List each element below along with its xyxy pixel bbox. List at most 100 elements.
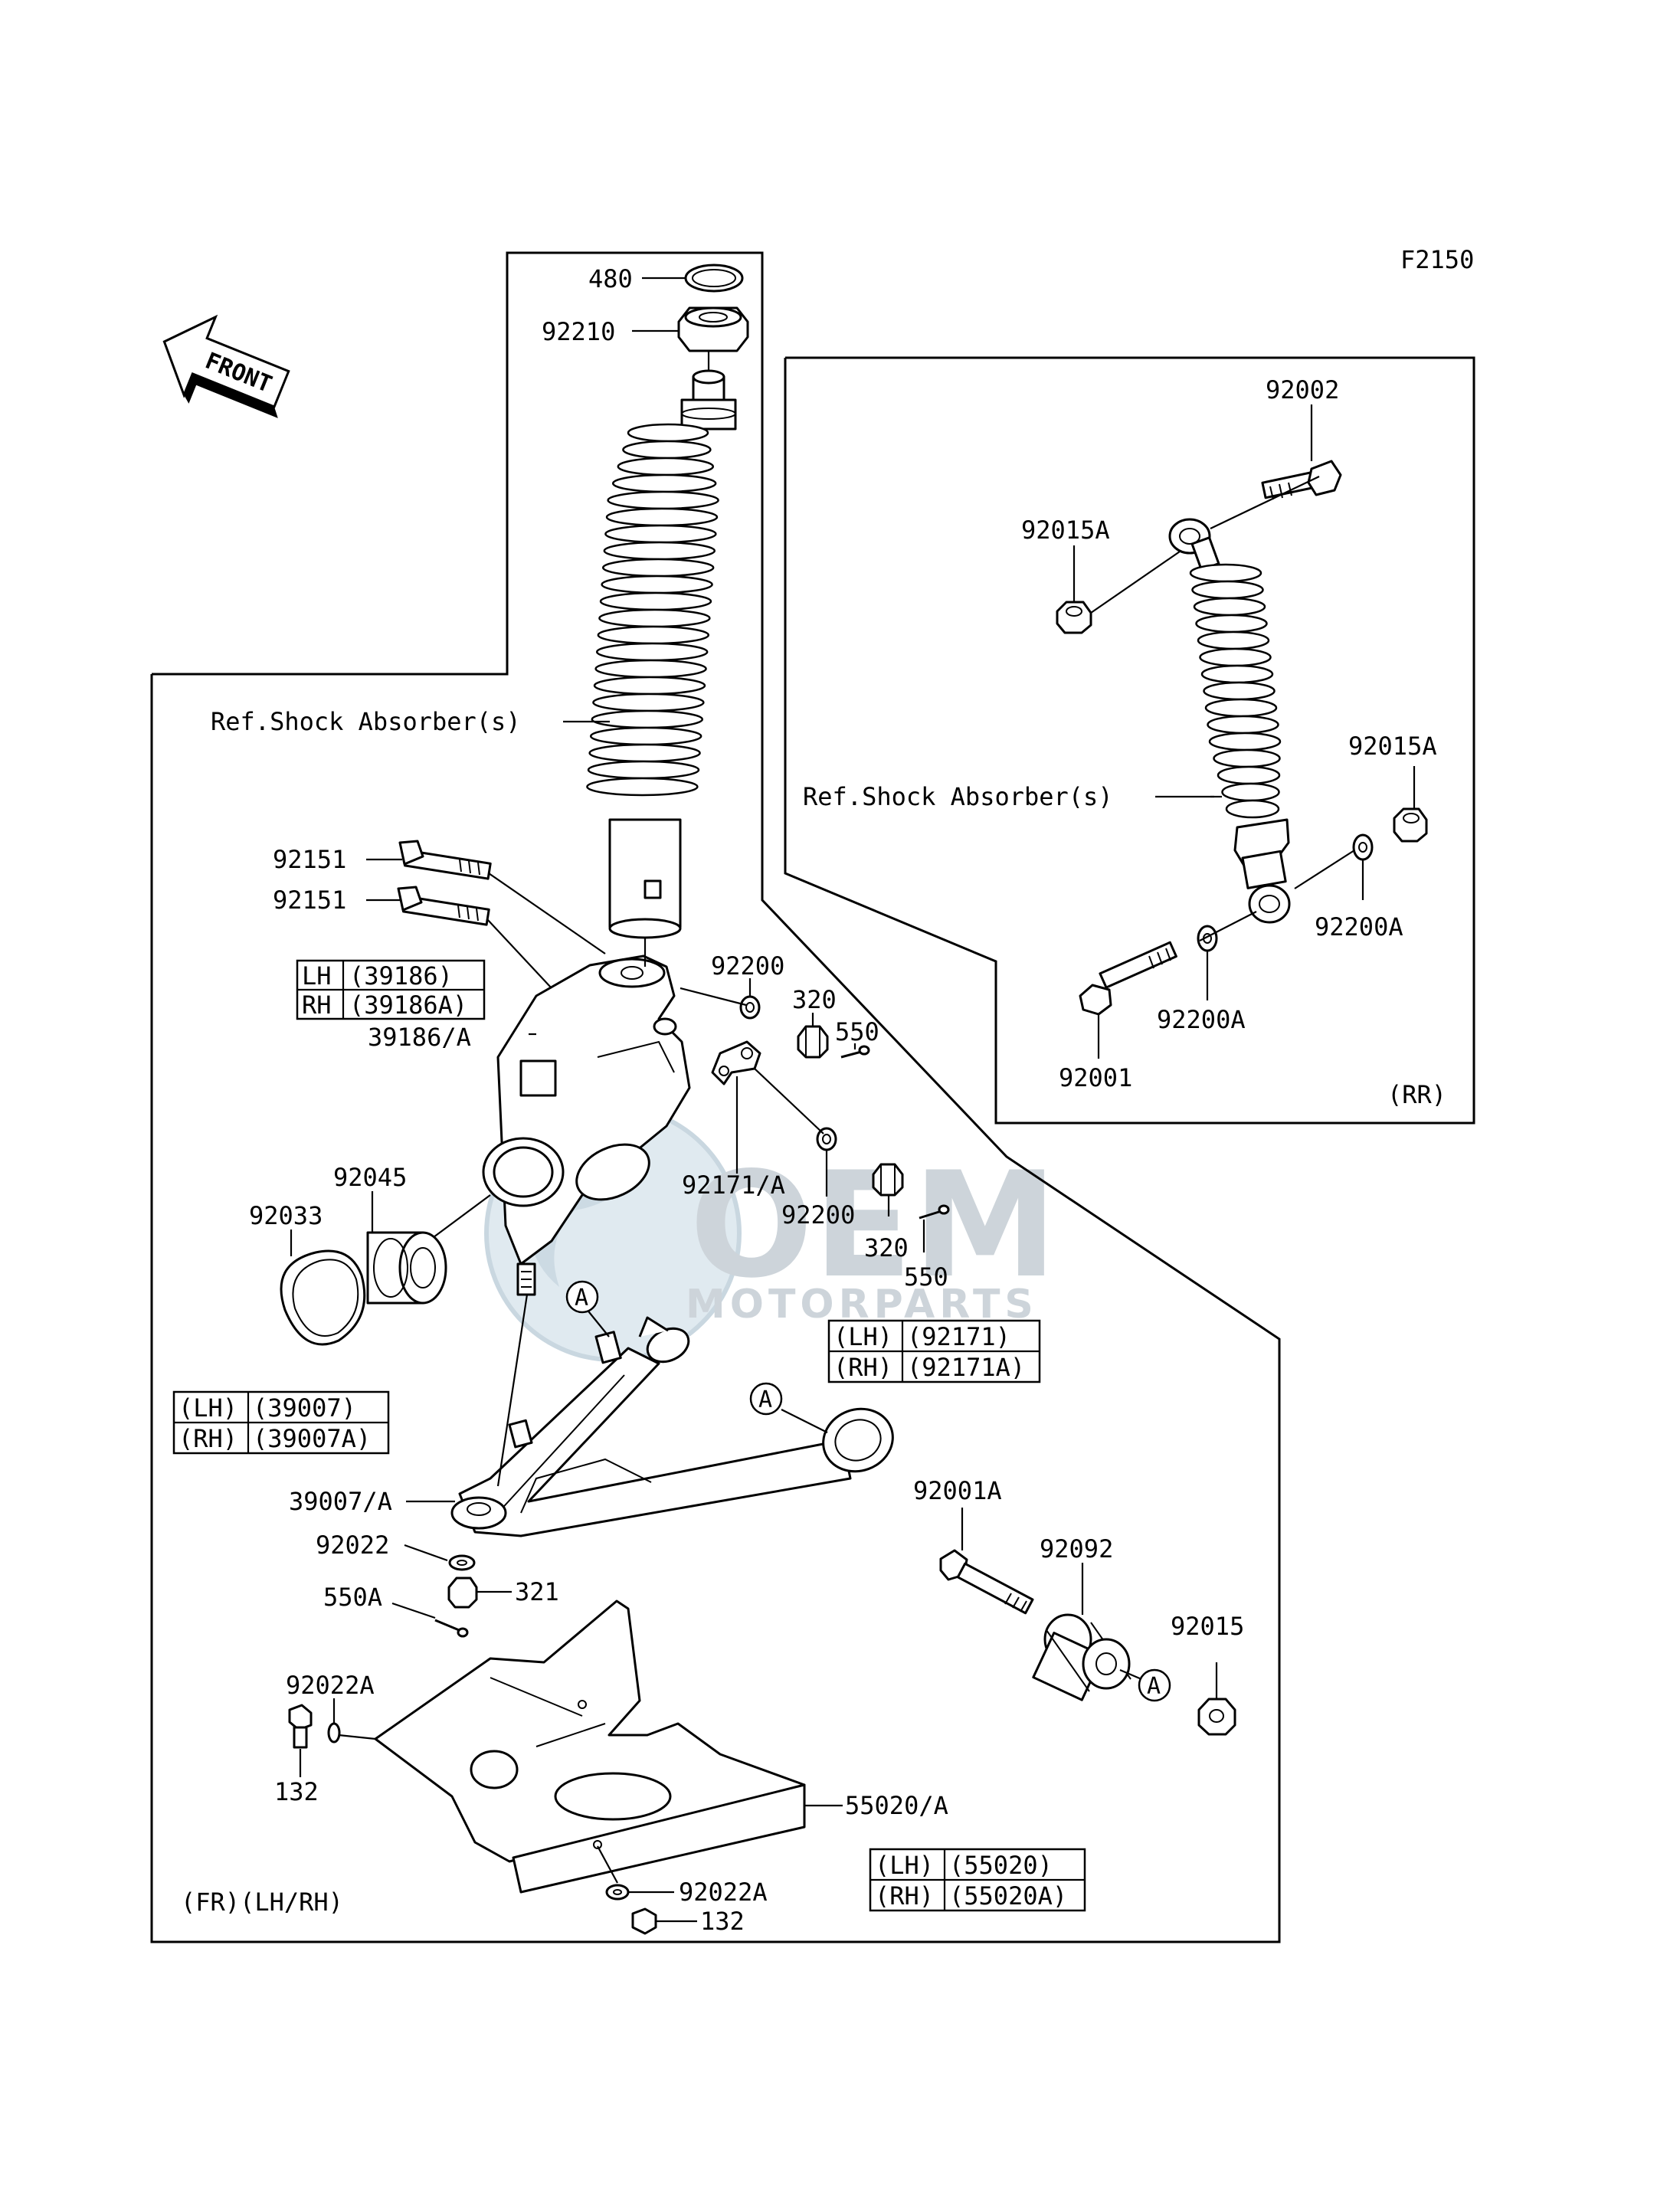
bellows-fold — [586, 777, 699, 797]
bellows-fold — [622, 440, 712, 460]
rear-labels: 92002 92015A 92015A Ref.Shock Absorber(s… — [803, 375, 1446, 1109]
callout-39186: 39186/A — [368, 1023, 471, 1052]
bellows-fold — [607, 490, 719, 510]
callout-480: 480 — [588, 264, 633, 293]
svg-text:(39186): (39186) — [349, 961, 453, 990]
callout-92151-lower: 92151 — [273, 886, 346, 915]
callout-92022A-left: 92022A — [286, 1671, 375, 1700]
callout-92092: 92092 — [1040, 1534, 1113, 1563]
marker-a-1: A — [565, 1280, 599, 1314]
table-knuckle: LH (39186) RH (39186A) — [296, 959, 486, 1020]
bolt-132-left — [288, 1704, 313, 1749]
spring-coil — [1189, 563, 1262, 583]
bellows-fold — [591, 709, 704, 729]
bolt-132-bottom — [631, 1907, 657, 1935]
bellows-fold — [617, 457, 715, 476]
spring-coil — [1207, 715, 1279, 735]
callout-132-left: 132 — [274, 1777, 319, 1806]
svg-text:(39186A): (39186A) — [349, 990, 467, 1020]
bellows-fold — [598, 608, 711, 628]
svg-text:RH: RH — [302, 990, 332, 1020]
nut-321 — [447, 1577, 478, 1609]
svg-text:(LH): (LH) — [833, 1322, 892, 1351]
spring-coil — [1213, 748, 1281, 768]
bellows-fold — [601, 558, 715, 578]
callout-92001: 92001 — [1059, 1063, 1132, 1092]
watermark-brand: OEM — [689, 1141, 1057, 1310]
svg-text:(LH): (LH) — [178, 1393, 237, 1423]
svg-text:(55020): (55020) — [949, 1851, 1053, 1880]
front-labels: 480 92210 Ref.Shock Absorber(s) 92151 92… — [181, 264, 1244, 1936]
callout-92001A: 92001A — [913, 1476, 1002, 1505]
svg-text:A: A — [1147, 1673, 1161, 1700]
spring-coil — [1225, 799, 1280, 819]
bellows-fold — [587, 760, 700, 780]
bellows-fold — [605, 507, 719, 527]
spring-coil — [1191, 580, 1264, 600]
cotter-pin-550-upper — [840, 1045, 870, 1059]
nut-92015A-right — [1393, 807, 1428, 843]
callout-92200-upper: 92200 — [711, 951, 784, 981]
table-guard: (LH) (55020) (RH) (55020A) — [869, 1848, 1086, 1912]
front-shock-absorber — [586, 369, 737, 939]
svg-text:(RH): (RH) — [875, 1881, 934, 1911]
steering-knuckle — [482, 954, 691, 1296]
spring-coil — [1203, 681, 1276, 701]
spring-coil — [1208, 732, 1282, 751]
bearing-92045 — [366, 1231, 447, 1305]
shock-ref-front: Ref.Shock Absorber(s) — [211, 707, 521, 736]
castle-nut-320-lower — [872, 1163, 904, 1197]
callout-55020: 55020/A — [845, 1791, 948, 1820]
svg-text:(LH): (LH) — [875, 1851, 934, 1880]
bellows-fold — [601, 575, 713, 594]
washer-92022 — [448, 1554, 476, 1571]
callout-320-upper: 320 — [792, 985, 837, 1014]
washer-92200A-right — [1352, 833, 1374, 861]
cotter-pin-550A — [434, 1619, 469, 1638]
front-caption: (FR)(LH/RH) — [181, 1888, 343, 1917]
table-bracket: (LH) (92171) (RH) (92171A) — [827, 1319, 1041, 1383]
cotter-pin-550-lower — [919, 1204, 950, 1220]
callout-92171: 92171/A — [682, 1171, 785, 1200]
bellows-fold — [594, 659, 707, 679]
bolt-92001 — [1079, 941, 1177, 1016]
callout-132-bottom: 132 — [700, 1907, 745, 1936]
svg-text:LH: LH — [302, 961, 332, 990]
svg-text:(RH): (RH) — [178, 1424, 237, 1453]
bushing-92092 — [1032, 1613, 1131, 1701]
bellows-fold — [589, 726, 702, 746]
svg-text:(92171): (92171) — [907, 1322, 1010, 1351]
svg-text:(55020A): (55020A) — [949, 1881, 1067, 1911]
callout-92015: 92015 — [1171, 1612, 1244, 1641]
nut-92210 — [677, 306, 749, 352]
circlip-92033 — [280, 1249, 366, 1346]
callout-550-lower: 550 — [904, 1262, 948, 1292]
leader-lines — [290, 277, 1416, 1923]
front-arrow-icon: FRONT — [162, 314, 290, 418]
skid-plate — [374, 1599, 806, 1894]
callout-92210: 92210 — [542, 317, 615, 346]
callout-321: 321 — [515, 1577, 559, 1606]
nut-92015 — [1197, 1698, 1236, 1736]
washer-92200-upper — [739, 995, 761, 1020]
rear-section-frame — [784, 356, 1475, 1125]
callout-550A: 550A — [323, 1583, 382, 1612]
bolt-92151-upper — [398, 840, 492, 880]
shock-ref-rear: Ref.Shock Absorber(s) — [803, 782, 1113, 811]
callout-92022A-bottom: 92022A — [679, 1878, 768, 1907]
front-section-frame — [150, 251, 1281, 1943]
spring-coil — [1204, 698, 1278, 718]
rear-shock-absorber — [1168, 518, 1291, 924]
spring-coil — [1217, 765, 1281, 785]
svg-text:(92171A): (92171A) — [907, 1353, 1025, 1382]
washer-92022A-left — [327, 1722, 341, 1744]
bellows-fold — [599, 591, 712, 611]
callout-92151-upper: 92151 — [273, 845, 346, 874]
svg-text:(39007): (39007) — [253, 1393, 356, 1423]
bolt-92151-lower — [397, 886, 490, 926]
washer-92200A-left — [1197, 925, 1218, 952]
spring-coil — [1200, 664, 1274, 684]
svg-text:(RH): (RH) — [833, 1353, 892, 1382]
callout-550-upper: 550 — [835, 1017, 879, 1046]
